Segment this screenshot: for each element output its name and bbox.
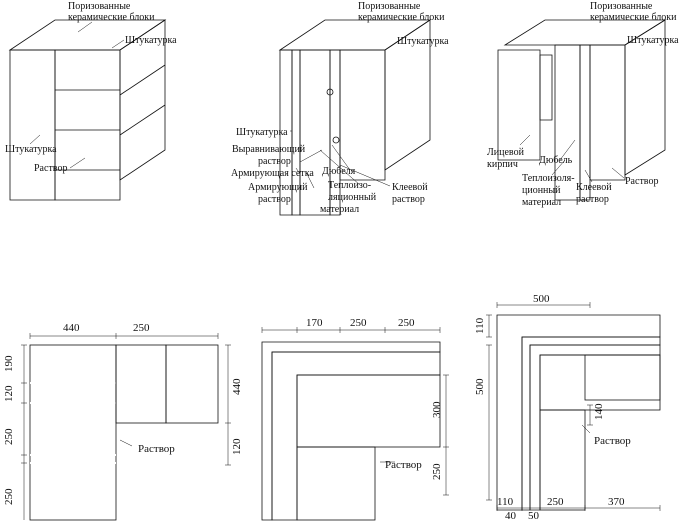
fig1-plaster-left: Штукатурка bbox=[5, 144, 57, 155]
fig3-glue bbox=[579, 44, 591, 201]
fig2-glue-layer bbox=[329, 49, 341, 216]
plan2-dim-250-right: 250 bbox=[431, 463, 443, 480]
plan2-mortar: Раствор bbox=[385, 459, 422, 471]
plan1-block-a bbox=[115, 344, 167, 424]
fig2-glue-2: раствор bbox=[392, 194, 425, 205]
plan2-dim-300: 300 bbox=[431, 401, 443, 418]
figure-3-labels: Поризованные керамические блоки Штукатур… bbox=[487, 1, 679, 208]
fig3-insul-1: Теплоизоля- bbox=[522, 173, 575, 184]
fig3-brick-insert bbox=[539, 54, 553, 121]
plan-3-labels: 500 110 500 140 110 250 370 40 50 Раство… bbox=[474, 293, 631, 522]
fig1-side-face bbox=[119, 19, 166, 181]
plan3-dim-50: 50 bbox=[528, 510, 540, 522]
figure-1-labels: Поризованные керамические блоки Штукатур… bbox=[5, 1, 177, 174]
fig2-dowel-2 bbox=[332, 136, 340, 144]
plan2-dim-250-a: 250 bbox=[350, 317, 367, 329]
plan3-dim-500-left: 500 bbox=[474, 378, 486, 395]
fig2-blocks-label-2: керамические блоки bbox=[358, 12, 445, 23]
plan1-dim-440-top: 440 bbox=[63, 322, 80, 334]
plan3-block-cells bbox=[584, 354, 661, 401]
fig2-reinf-1: Армирующий bbox=[248, 182, 308, 193]
plan2-plaster bbox=[261, 341, 441, 521]
fig3-facing-2: кирпич bbox=[487, 159, 518, 170]
plan1-dim-250-left-a: 250 bbox=[3, 428, 15, 445]
plan3-dim-110-bottom: 110 bbox=[497, 496, 514, 508]
figure-2-wall bbox=[278, 19, 432, 216]
fig2-dowels: Дюбеля bbox=[322, 166, 356, 177]
fig2-glue-1: Клеевой bbox=[392, 182, 428, 193]
fig3-glue-1: Клеевой bbox=[576, 182, 612, 193]
plan1-mortar: Раствор bbox=[138, 443, 175, 455]
fig3-block-face bbox=[589, 44, 626, 181]
fig2-mesh: Армирующая сетка bbox=[231, 168, 314, 179]
fig3-facing-brick bbox=[497, 49, 541, 161]
plan2-brick-corner bbox=[296, 446, 376, 521]
fig3-side-face bbox=[624, 19, 666, 176]
plan3-insulation bbox=[529, 344, 661, 511]
fig1-blocks-label-1: Поризованные bbox=[68, 1, 131, 12]
fig2-dowel-1 bbox=[326, 88, 334, 96]
fig2-leveling-2: раствор bbox=[258, 156, 291, 167]
plan3-block-top bbox=[539, 354, 661, 411]
plan1-block-b bbox=[165, 344, 219, 424]
fig3-glue-2: раствор bbox=[576, 194, 609, 205]
plan1-dim-440-right: 440 bbox=[231, 378, 243, 395]
fig2-insul-1: Теплоизо- bbox=[328, 180, 371, 191]
plan-2-labels: 170 250 250 300 250 Раствор bbox=[306, 317, 443, 480]
fig3-insul-3: материал bbox=[522, 197, 561, 208]
fig2-leveling-1: Выравнивающий bbox=[232, 144, 306, 155]
plan1-dim-120: 120 bbox=[3, 385, 15, 402]
fig1-plaster-top: Штукатурка bbox=[125, 35, 177, 46]
fig2-reinf-2: раствор bbox=[258, 194, 291, 205]
plan1-dim-250-top: 250 bbox=[133, 322, 150, 334]
plan-1-labels: 440 250 190 120 250 250 440 120 Раствор bbox=[3, 322, 243, 505]
fig1-mortar: Раствор bbox=[34, 163, 67, 174]
plan3-dim-110-left: 110 bbox=[474, 317, 486, 334]
fig1-blocks-label-2: керамические блоки bbox=[68, 12, 155, 23]
plan3-dim-250-bottom: 250 bbox=[547, 496, 564, 508]
plan3-dim-40: 40 bbox=[505, 510, 517, 522]
plan3-mortar: Раствор bbox=[594, 435, 631, 447]
plan1-dim-120-right: 120 bbox=[231, 438, 243, 455]
fig2-plaster-top: Штукатурка bbox=[397, 36, 449, 47]
plan1-dim-190: 190 bbox=[3, 355, 15, 372]
plan3-facing-brick bbox=[496, 314, 661, 511]
fig3-blocks-label-1: Поризованные bbox=[590, 1, 653, 12]
fig2-blocks-label-1: Поризованные bbox=[358, 1, 421, 12]
fig2-plaster-left: Штукатурка bbox=[236, 127, 288, 138]
fig1-plaster-face bbox=[9, 49, 56, 201]
fig3-blocks-label-2: керамические блоки bbox=[590, 12, 677, 23]
plan3-dim-500-top: 500 bbox=[533, 293, 550, 305]
plan3-air-gap bbox=[521, 336, 661, 511]
plan-2 bbox=[261, 327, 449, 521]
plan-3 bbox=[486, 302, 661, 511]
plan2-dim-250-b: 250 bbox=[398, 317, 415, 329]
plan3-dim-370-bottom: 370 bbox=[608, 496, 625, 508]
fig3-insul-2: ционный bbox=[522, 185, 561, 196]
plan3-dim-140: 140 bbox=[593, 403, 605, 420]
figure-3-wall bbox=[497, 19, 667, 201]
fig2-insul-3: материал bbox=[320, 204, 359, 215]
fig3-facing-1: Лицевой bbox=[487, 147, 525, 158]
plan-1 bbox=[21, 333, 231, 521]
figure-1-wall bbox=[8, 19, 167, 201]
fig1-block-face bbox=[54, 49, 121, 201]
fig3-dowel: Дюбель bbox=[539, 155, 573, 166]
plan2-dim-170: 170 bbox=[306, 317, 323, 329]
figure-2-labels: Поризованные керамические блоки Штукатур… bbox=[231, 1, 449, 215]
plan1-dim-250-left-b: 250 bbox=[3, 488, 15, 505]
plan2-brick-top bbox=[296, 374, 441, 448]
fig2-side-face bbox=[384, 19, 431, 171]
fig2-block-face bbox=[339, 49, 386, 181]
plan1-block-column bbox=[29, 344, 117, 521]
fig2-insul-2: ляционный bbox=[328, 192, 377, 203]
fig3-plaster-top: Штукатурка bbox=[627, 35, 679, 46]
fig3-mortar: Раствор bbox=[625, 176, 658, 187]
plan3-block-corner bbox=[539, 409, 586, 511]
